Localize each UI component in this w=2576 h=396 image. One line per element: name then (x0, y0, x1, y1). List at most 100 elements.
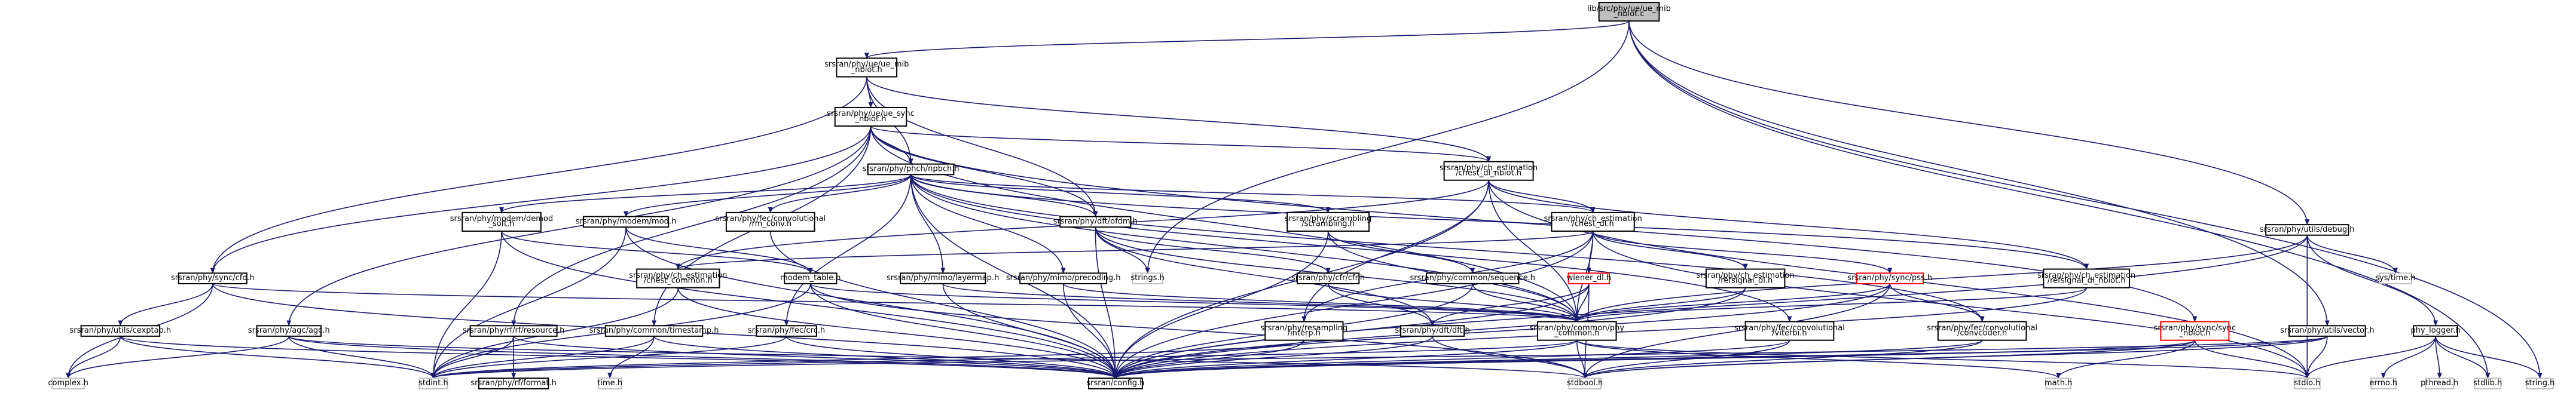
node-rf_resource[interactable]: srsran/phy/rf/rf/resource.h (463, 325, 565, 337)
node-phy_common-box (1536, 321, 1617, 341)
edge-phy_logger-to-errno_h (2381, 336, 2436, 379)
node-cfr[interactable]: srsran/phy/cfr/cfr.h (1291, 272, 1365, 284)
node-errno_h[interactable]: errno.h (2370, 377, 2398, 389)
node-viterbi[interactable]: srsran/phy/fec/convolutional/viterbi.h (1734, 321, 1845, 341)
node-utils_debug[interactable]: srsran/phy/utils/debug.h (2260, 224, 2355, 236)
node-ue_mib[interactable]: srsran/phy/ue/ue_mib_nbiot.h (824, 57, 909, 78)
edge-chest_dl-to-stdio_h (1592, 231, 2310, 379)
node-ue_mib-label-line: _nbiot.h (851, 65, 882, 74)
node-time_h[interactable]: time.h (597, 377, 622, 389)
node-complex_h-box (51, 377, 85, 389)
node-rf_format[interactable]: srsran/phy/rf/format.h (470, 377, 557, 389)
node-phy_logger[interactable]: phy_logger.h (2410, 325, 2461, 337)
node-root-label-line: lib/src/phy/ue/ue_mib (1587, 4, 1671, 13)
node-convcoder[interactable]: srsran/phy/fec/convolutional/convcoder.h (1927, 321, 2037, 341)
node-chest_dl[interactable]: srsran/phy/ch_estimation/chest_dl.h (1544, 211, 1642, 232)
node-config[interactable]: srsran/config.h (1086, 377, 1144, 389)
node-math_h[interactable]: math.h (2045, 377, 2072, 389)
node-wiener-label-line: wiener_dl.h (1567, 274, 1612, 283)
node-interp-label-line: /interp.h (1288, 329, 1321, 337)
node-interp[interactable]: srsran/phy/resampling/interp.h (1260, 321, 1347, 341)
node-refsignal-box (1705, 268, 1786, 288)
edge-ue_sync-to-rf_resource (511, 126, 872, 327)
node-vector-label-line: srsran/phy/utils/vector.h (2280, 326, 2375, 335)
node-cfr-label-line: srsran/phy/cfr/cfr.h (1291, 274, 1365, 283)
node-chest_common[interactable]: srsran/phy/ch_estimation/chest_common.h (629, 268, 727, 288)
node-timestamp[interactable]: srsran/phy/common/timestamp.h (589, 325, 719, 337)
node-crc-box (756, 325, 817, 337)
edge-modem_mod-to-stdint_h (430, 227, 627, 379)
node-refsignal[interactable]: srsran/phy/ch_estimation/refsignal_dl.h (1697, 268, 1795, 288)
node-refsignal_nbiot[interactable]: srsran/phy/ch_estimation/refsignal_dl_nb… (2037, 268, 2135, 288)
node-time_h-box (597, 377, 622, 389)
node-wiener[interactable]: wiener_dl.h (1567, 272, 1612, 284)
node-complex_h[interactable]: complex.h (48, 377, 88, 389)
node-complex_h-label-line: complex.h (48, 379, 88, 388)
node-dft[interactable]: srsran/phy/dft/dft.h (1395, 325, 1470, 337)
node-stdio_h[interactable]: stdio.h (2293, 377, 2321, 389)
node-vector[interactable]: srsran/phy/utils/vector.h (2280, 325, 2375, 337)
node-demod_soft-label-line: _soft.h (488, 220, 514, 229)
edge-phy_common-to-stdint_h (431, 339, 1578, 379)
node-cexptab[interactable]: srsran/phy/utils/cexptab.h (70, 325, 172, 337)
edge-cfo-to-phy_common (212, 283, 1579, 323)
node-modem_mod[interactable]: srsran/phy/modem/mod.h (576, 216, 677, 228)
node-rf_format-label-line: srsran/phy/rf/format.h (470, 379, 556, 388)
node-sequence[interactable]: srsran/phy/common/sequence.h (1410, 272, 1535, 284)
node-agc-label-line: srsran/phy/agc/agc.h (248, 326, 330, 335)
node-convcoder-box (1937, 321, 2027, 341)
node-cfo[interactable]: srsran/phy/sync/cfo.h (171, 272, 254, 284)
node-pss[interactable]: srsran/phy/sync/pss.h (1847, 272, 1932, 284)
node-scrambling[interactable]: srsran/phy/scrambling/scrambling.h (1285, 211, 1371, 232)
node-chest_dl_nbiot-label-line: /chest_dl_nbiot.h (1456, 168, 1521, 177)
edge-root-to-strings_h (1145, 21, 1630, 274)
node-modem_table[interactable]: modem_table.h (780, 272, 841, 284)
node-precoding[interactable]: srsran/phy/mimo/precoding.h (1006, 272, 1121, 284)
edge-npbch-to-rm_conv (768, 174, 912, 213)
node-crc[interactable]: srsran/phy/fec/crc.h (748, 325, 825, 337)
node-ue_sync-label-line: srsran/phy/ue/ue_sync (827, 109, 915, 118)
node-chest_common-label-line: srsran/phy/ch_estimation (629, 271, 727, 280)
edge-modem_mod-to-modem_table (625, 227, 813, 274)
edge-timestamp-to-stdint_h (430, 336, 655, 379)
node-scrambling-label-line: srsran/phy/scrambling (1285, 214, 1371, 223)
edge-pss-to-phy_common (1574, 283, 1891, 323)
node-phy_common[interactable]: srsran/phy/common/phy_common.h (1529, 321, 1624, 341)
node-stdbool_h[interactable]: stdbool.h (1567, 377, 1603, 389)
node-sync_nbiot[interactable]: srsran/phy/sync/sync_nbiot.h (2154, 321, 2236, 341)
edge-root-to-utils_debug (1628, 21, 2310, 226)
node-dft-box (1400, 325, 1465, 337)
node-layermap[interactable]: srsran/phy/mimo/layermap.h (887, 272, 999, 284)
edge-crc-to-stdint_h (431, 336, 787, 379)
node-precoding-label-line: srsran/phy/mimo/precoding.h (1006, 274, 1121, 283)
node-cfo-label-line: srsran/phy/sync/cfo.h (171, 274, 254, 283)
node-demod_soft[interactable]: srsran/phy/modem/demod_soft.h (450, 211, 553, 232)
node-string_h[interactable]: string.h (2525, 377, 2555, 389)
node-stdlib_h[interactable]: stdlib.h (2473, 377, 2502, 389)
node-chest_dl_nbiot[interactable]: srsran/phy/ch_estimation/chest_dl_nbiot.… (1440, 161, 1538, 181)
node-pthread_h[interactable]: pthread.h (2421, 377, 2458, 389)
node-refsignal-label-line: srsran/phy/ch_estimation (1697, 271, 1795, 280)
node-root[interactable]: lib/src/phy/ue/ue_mib_nbiot.c (1587, 2, 1671, 22)
node-ofdm[interactable]: srsran/phy/dft/ofdm.h (1053, 216, 1138, 228)
node-crc-label-line: srsran/phy/fec/crc.h (748, 326, 825, 335)
node-strings_h[interactable]: strings.h (1130, 272, 1165, 284)
edge-root-to-ue_mib (864, 20, 1630, 59)
node-phy_common-label-line: _common.h (1554, 329, 1600, 337)
edge-demod_soft-to-modem_table (501, 231, 813, 274)
node-stdbool_h-label-line: stdbool.h (1567, 379, 1603, 388)
node-refsignal_nbiot-label-line: /refsignal_dl_nbiot.h (2048, 276, 2126, 285)
node-stdint_h[interactable]: stdint.h (418, 377, 448, 389)
node-npbch[interactable]: srsran/phy/phch/npbch.h (863, 163, 959, 176)
node-strings_h-box (1132, 272, 1164, 284)
edge-agc-to-config (288, 336, 1118, 379)
node-ue_sync[interactable]: srsran/phy/ue/ue_sync_nbiot.h (827, 106, 915, 127)
node-rm_conv[interactable]: srsran/phy/fec/convolutional/rm_conv.h (715, 211, 826, 232)
node-agc[interactable]: srsran/phy/agc/agc.h (248, 325, 330, 337)
node-systime_h[interactable]: sys/time.h (2375, 272, 2416, 284)
node-strings_h-label-line: strings.h (1130, 274, 1164, 283)
node-ue_sync-label-line: _nbiot.h (854, 115, 886, 124)
node-errno_h-box (2370, 377, 2397, 389)
node-viterbi-box (1744, 321, 1835, 341)
